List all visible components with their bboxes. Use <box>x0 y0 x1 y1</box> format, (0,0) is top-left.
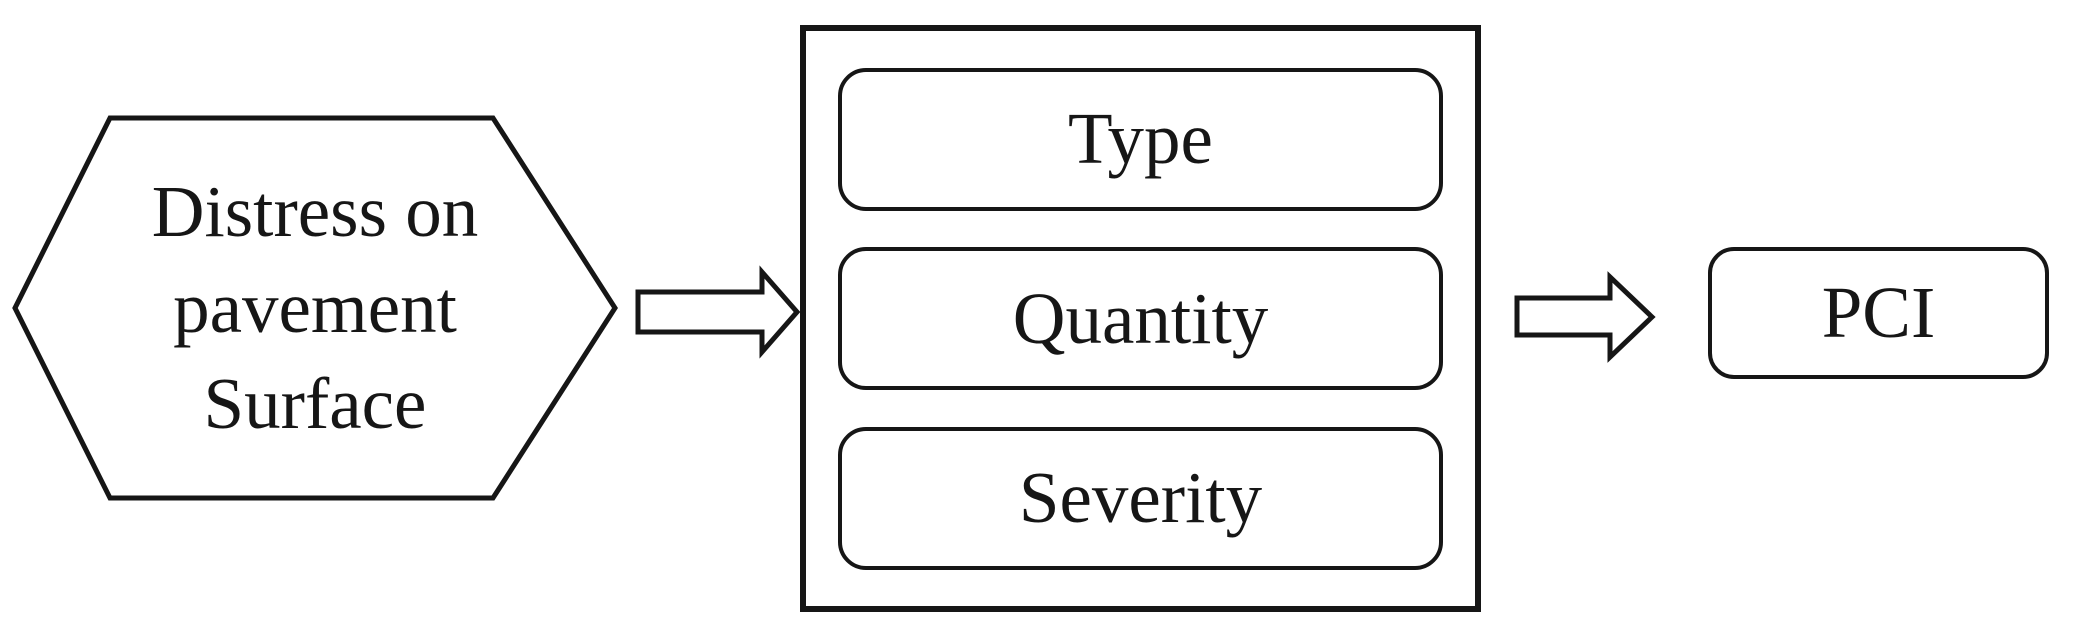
hexagon-label-line-1: Distress on <box>151 171 479 252</box>
hexagon-shape <box>12 115 618 501</box>
pci-label: PCI <box>1821 272 1936 353</box>
attribute-severity-label: Severity <box>1018 457 1263 538</box>
right-block-arrow-outline <box>635 265 801 359</box>
attribute-quantity-label: Quantity <box>1012 277 1269 359</box>
hexagon-label: Distress on pavement Surface <box>10 113 620 503</box>
pci-box: PCI <box>1708 247 2049 379</box>
attributes-box: Type Quantity Severity <box>800 25 1481 612</box>
attribute-type-label: Type <box>1068 98 1213 179</box>
attribute-quantity-box: Quantity <box>838 247 1443 390</box>
attribute-type-box: Type <box>838 67 1443 211</box>
right-block-arrow-icon <box>635 265 801 359</box>
hexagon-label-line-2: pavement <box>173 267 457 348</box>
right-block-arrow-icon <box>1514 271 1656 363</box>
right-block-arrow-outline <box>1514 271 1656 363</box>
hexagon-outline <box>12 115 618 501</box>
hexagon-label-line-3: Surface <box>203 363 427 444</box>
attribute-severity-box: Severity <box>838 426 1443 570</box>
